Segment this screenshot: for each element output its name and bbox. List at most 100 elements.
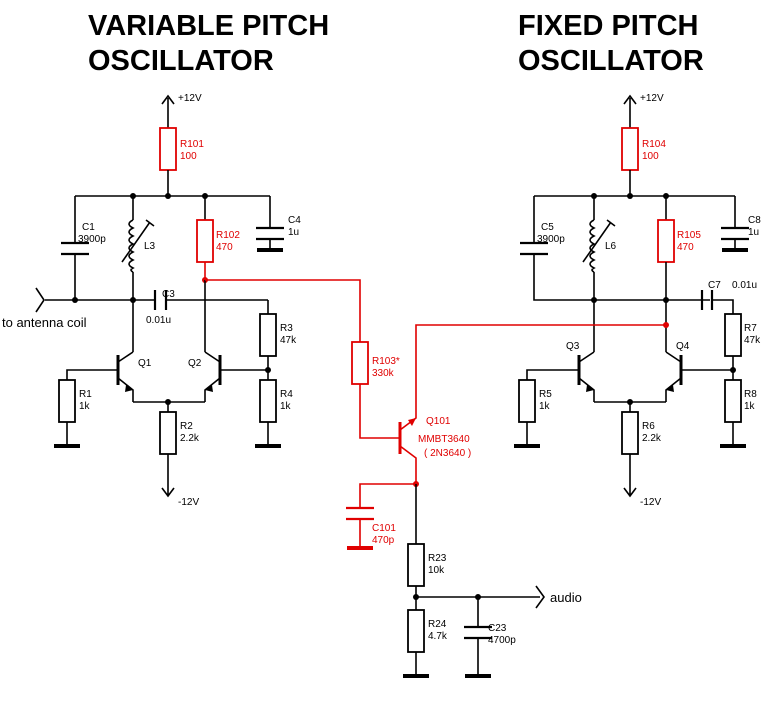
R1-value: 1k — [79, 401, 91, 412]
mixer-wire-left — [205, 279, 361, 342]
junction — [663, 297, 669, 303]
antenna-label: to antenna coil — [2, 315, 87, 330]
R2-ref: R2 — [180, 421, 193, 432]
C101-leads — [359, 483, 416, 548]
inductor-L6 — [589, 219, 596, 273]
Q1-emitter-arrow — [125, 385, 133, 392]
resistor-R3 — [259, 313, 277, 357]
neg-supply-arrow-right — [623, 454, 637, 498]
C23-ref: C23 — [488, 623, 507, 634]
Q101-emitter-arrow — [408, 418, 416, 426]
R5-value: 1k — [539, 401, 551, 412]
R101-ref: R101 — [180, 139, 204, 150]
junction — [165, 193, 171, 199]
top-rail-right — [534, 170, 735, 197]
resistor-R8 — [724, 379, 742, 423]
transistor-Q3 — [578, 351, 595, 402]
Q101-collector-wire — [399, 445, 417, 484]
transistor-Q1 — [117, 351, 134, 402]
resistor-R6 — [621, 411, 639, 455]
R8-ref: R8 — [744, 389, 757, 400]
Q4-ref: Q4 — [676, 341, 690, 352]
C7-ref: C7 — [708, 280, 721, 291]
R4-ref: R4 — [280, 389, 293, 400]
resistor-R101 — [159, 127, 177, 171]
pos-supply-arrow-left — [161, 94, 175, 128]
R7-ref: R7 — [744, 323, 757, 334]
C5-value: 3900p — [537, 234, 565, 245]
resistor-R23 — [407, 543, 425, 587]
neg-supply-label-right: -12V — [640, 497, 661, 508]
R101-value: 100 — [180, 151, 197, 162]
R1-ref: R1 — [79, 389, 92, 400]
R6-value: 2.2k — [642, 433, 662, 444]
R104-ref: R104 — [642, 139, 666, 150]
junction — [72, 297, 78, 303]
resistor-R105 — [657, 219, 675, 263]
audio-connector — [535, 585, 545, 609]
C1-value: 3900p — [78, 234, 106, 245]
R24-ref: R24 — [428, 619, 447, 630]
R5-ref: R5 — [539, 389, 552, 400]
inductor-L3-adjust — [121, 219, 155, 263]
C101-value: 470p — [372, 535, 395, 546]
Q3-base-wire — [526, 369, 579, 380]
R4-value: 1k — [280, 401, 292, 412]
C8-ref: C8 — [748, 215, 761, 226]
R7-value: 47k — [744, 335, 761, 346]
mixer-stage: R103* 330k Q101 MMBT3640 ( 2N3640 ) C101… — [205, 279, 666, 678]
transistor-Q4 — [665, 351, 682, 402]
C101-ref: C101 — [372, 523, 396, 534]
C8-value: 1u — [748, 227, 759, 238]
inductor-L6-adjust — [582, 219, 616, 263]
Q1-base-wire — [66, 369, 118, 380]
pos-supply-arrow-right — [623, 94, 637, 128]
R6-ref: R6 — [642, 421, 655, 432]
R3-value: 47k — [280, 335, 297, 346]
R102-ref: R102 — [216, 230, 240, 241]
resistor-R1 — [58, 379, 76, 423]
resistor-R102 — [196, 219, 214, 263]
title-fixed-line1: FIXED PITCH — [518, 10, 698, 42]
resistor-R2 — [159, 411, 177, 455]
Q101-alt: ( 2N3640 ) — [424, 448, 471, 459]
C5-leads — [533, 196, 710, 301]
audio-label: audio — [550, 590, 582, 605]
R2-value: 2.2k — [180, 433, 200, 444]
Q3-emitter-arrow — [586, 385, 594, 392]
junction — [591, 297, 597, 303]
R104-value: 100 — [642, 151, 659, 162]
Q2-ref: Q2 — [188, 358, 202, 369]
title-fixed-line2: OSCILLATOR — [518, 45, 704, 77]
R102-value: 470 — [216, 242, 233, 253]
title-variable-line2: OSCILLATOR — [88, 45, 274, 77]
junction — [627, 193, 633, 199]
resistor-R7 — [724, 313, 742, 357]
R105-ref: R105 — [677, 230, 701, 241]
C4-ref: C4 — [288, 215, 301, 226]
R103-ref: R103* — [372, 356, 400, 367]
C7-lead — [712, 299, 734, 314]
Q101-base-wire — [359, 384, 400, 439]
resistor-R103 — [351, 341, 369, 385]
top-rail-left — [75, 170, 270, 197]
pos-supply-label-left: +12V — [178, 93, 202, 104]
antenna-connector — [35, 287, 45, 313]
resistor-R5 — [518, 379, 536, 423]
fixed-oscillator: +12V R104 100 C5 3900p L6 R105 470 C8 1 — [514, 93, 761, 508]
L6-ref: L6 — [605, 241, 617, 252]
neg-supply-label-left: -12V — [178, 497, 199, 508]
transistor-Q2 — [204, 351, 221, 402]
R23-value: 10k — [428, 565, 445, 576]
resistor-R24 — [407, 609, 425, 653]
R24-value: 4.7k — [428, 631, 448, 642]
C1-ref: C1 — [82, 222, 95, 233]
inductor-L3 — [128, 219, 135, 273]
resistor-R4 — [259, 379, 277, 423]
Q4-emitter-arrow — [666, 385, 674, 392]
C4-value: 1u — [288, 227, 299, 238]
R103-value: 330k — [372, 368, 395, 379]
title-variable-line1: VARIABLE PITCH — [88, 10, 329, 42]
Q101-emitter-wire — [399, 324, 666, 431]
